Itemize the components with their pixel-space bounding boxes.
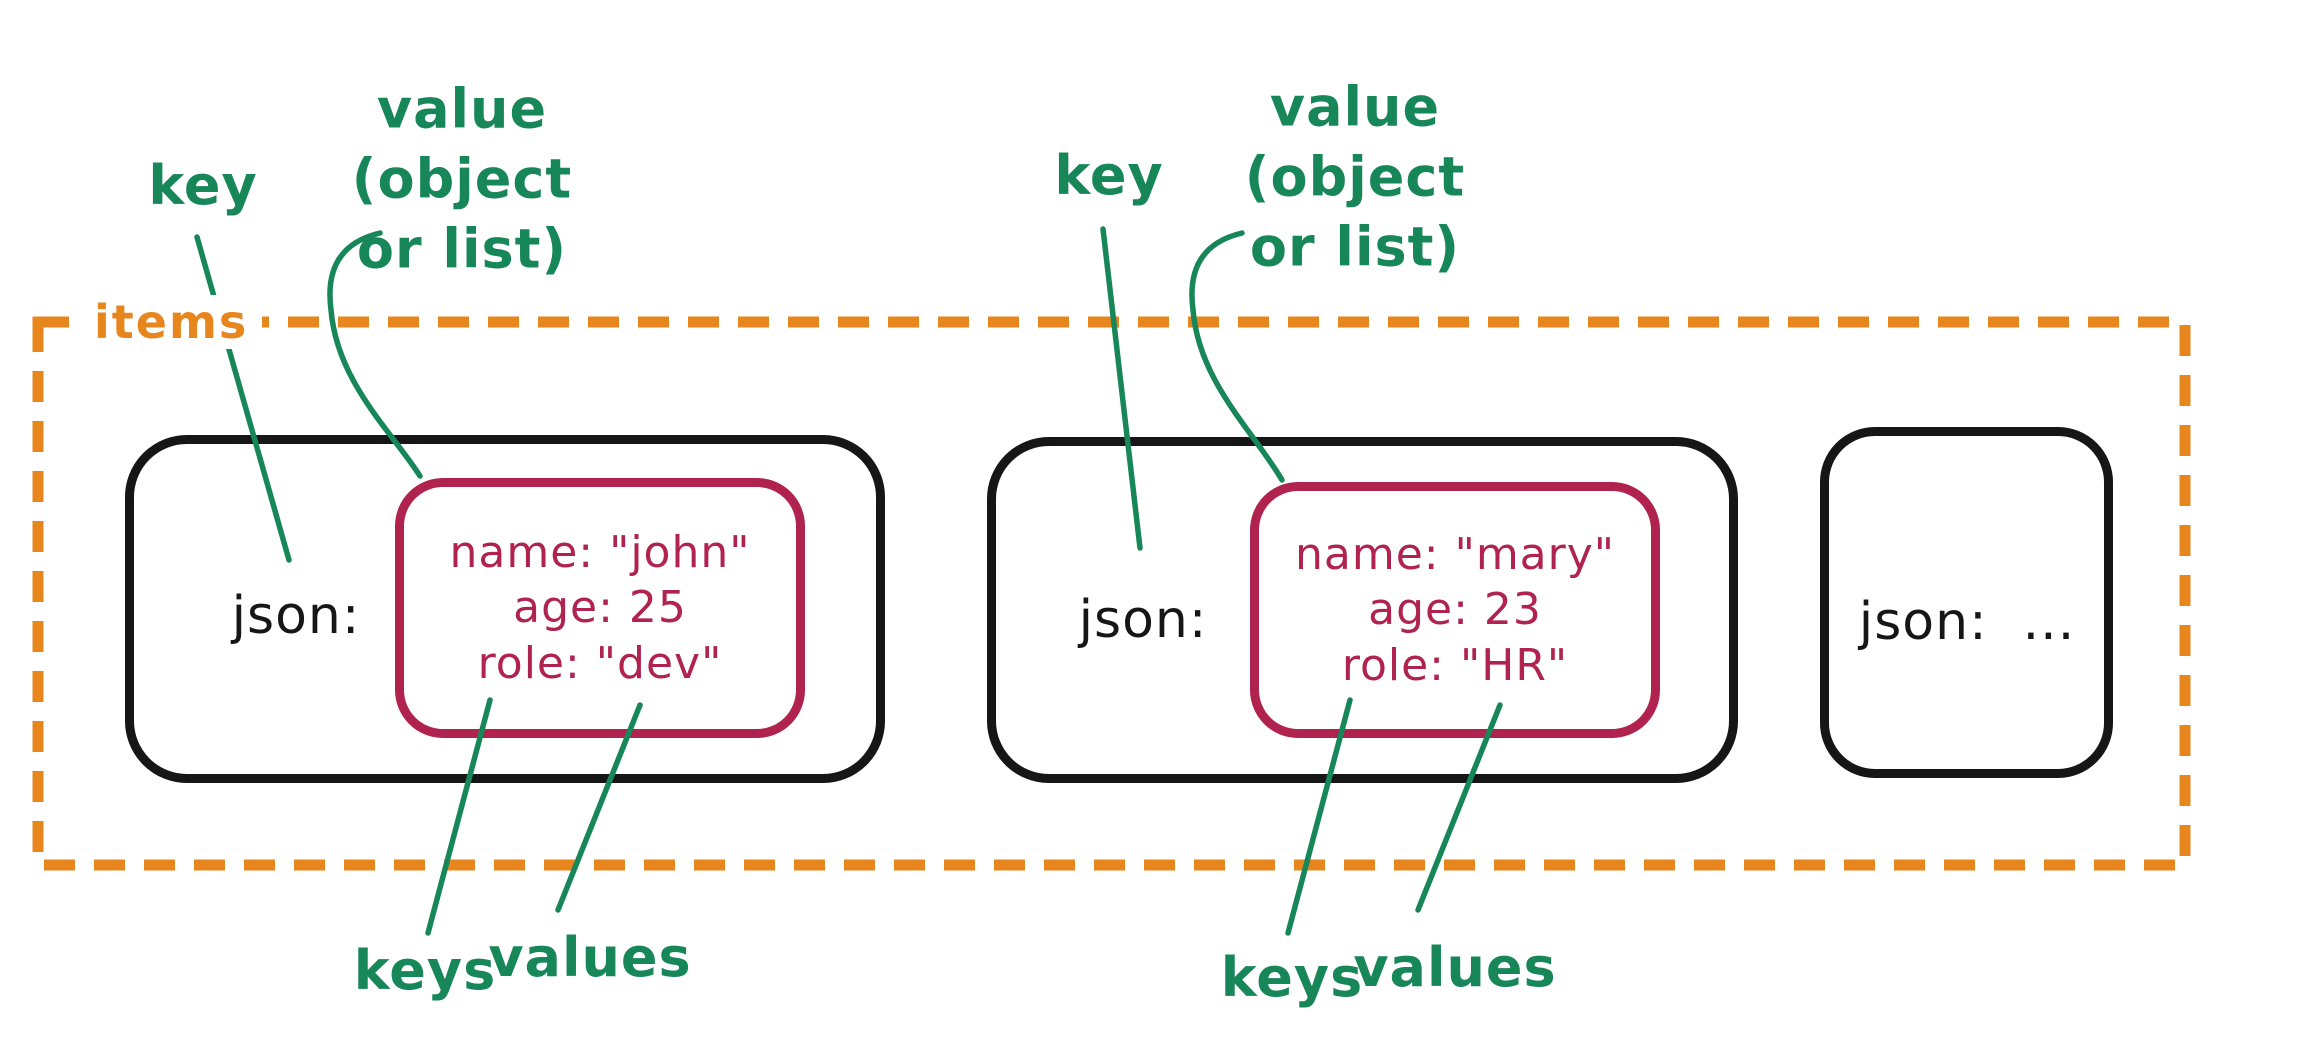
key-annotation-1: key (148, 153, 258, 217)
items-group-label: items (80, 295, 263, 349)
keys-annotation-2: keys (1220, 945, 1364, 1009)
keys-annotation-1: keys (353, 938, 497, 1002)
value-annotation-1: value (object or list) (351, 77, 573, 282)
values-annotation-1: values (488, 925, 692, 989)
key-annotation-2: key (1054, 143, 1164, 207)
values-annotation-2: values (1353, 935, 1557, 999)
value-annotation-2: value (object or list) (1244, 75, 1466, 280)
